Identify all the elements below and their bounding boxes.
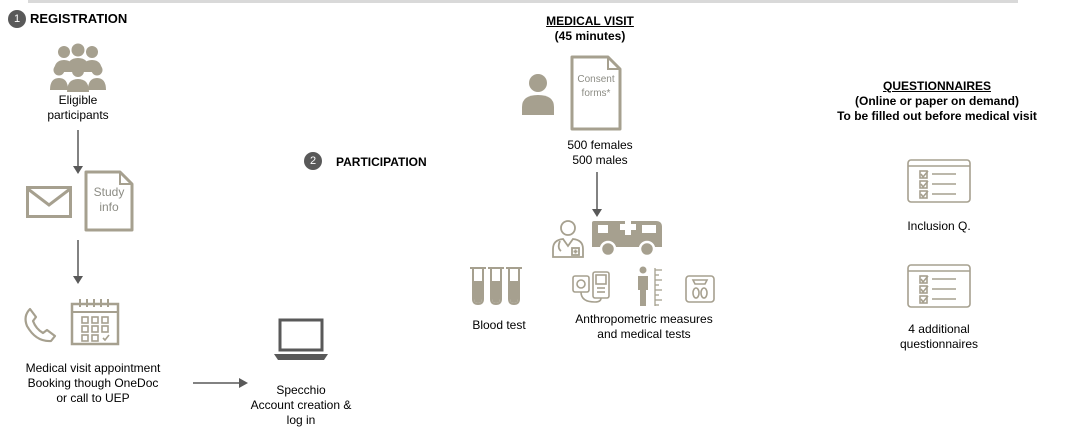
height-scale-icon xyxy=(638,266,662,306)
phone-icon xyxy=(24,307,57,343)
top-divider xyxy=(28,0,1018,3)
checklist-icon xyxy=(907,264,971,308)
calendar-icon xyxy=(70,299,120,346)
step-1-badge: 1 xyxy=(8,10,26,28)
blood-test-label: Blood test xyxy=(472,318,526,332)
arrow-down-3 xyxy=(592,172,602,217)
arrow-down-2 xyxy=(73,240,83,284)
people-group-icon xyxy=(50,43,106,92)
doctor-icon xyxy=(552,220,584,258)
step-2-badge: 2 xyxy=(304,152,322,170)
arrow-right xyxy=(193,378,248,388)
envelope-icon xyxy=(26,186,72,218)
ambulance-icon xyxy=(592,219,662,258)
weight-scale-icon xyxy=(685,275,715,303)
medical-visit-title: MEDICAL VISIT(45 minutes) xyxy=(546,14,634,43)
checklist-icon xyxy=(907,159,971,203)
questionnaires-title: QUESTIONNAIRES (Online or paper on deman… xyxy=(837,79,1037,123)
blood-pressure-icon xyxy=(572,271,610,303)
arrow-down-1 xyxy=(73,130,83,174)
document-icon xyxy=(570,55,622,131)
document-icon xyxy=(84,170,134,232)
inclusion-q-label: Inclusion Q. xyxy=(907,219,971,233)
person-icon xyxy=(522,74,554,115)
laptop-icon xyxy=(274,318,328,360)
participation-title: PARTICIPATION xyxy=(336,155,427,169)
test-tubes-icon xyxy=(470,267,522,306)
registration-title: REGISTRATION xyxy=(30,11,128,26)
